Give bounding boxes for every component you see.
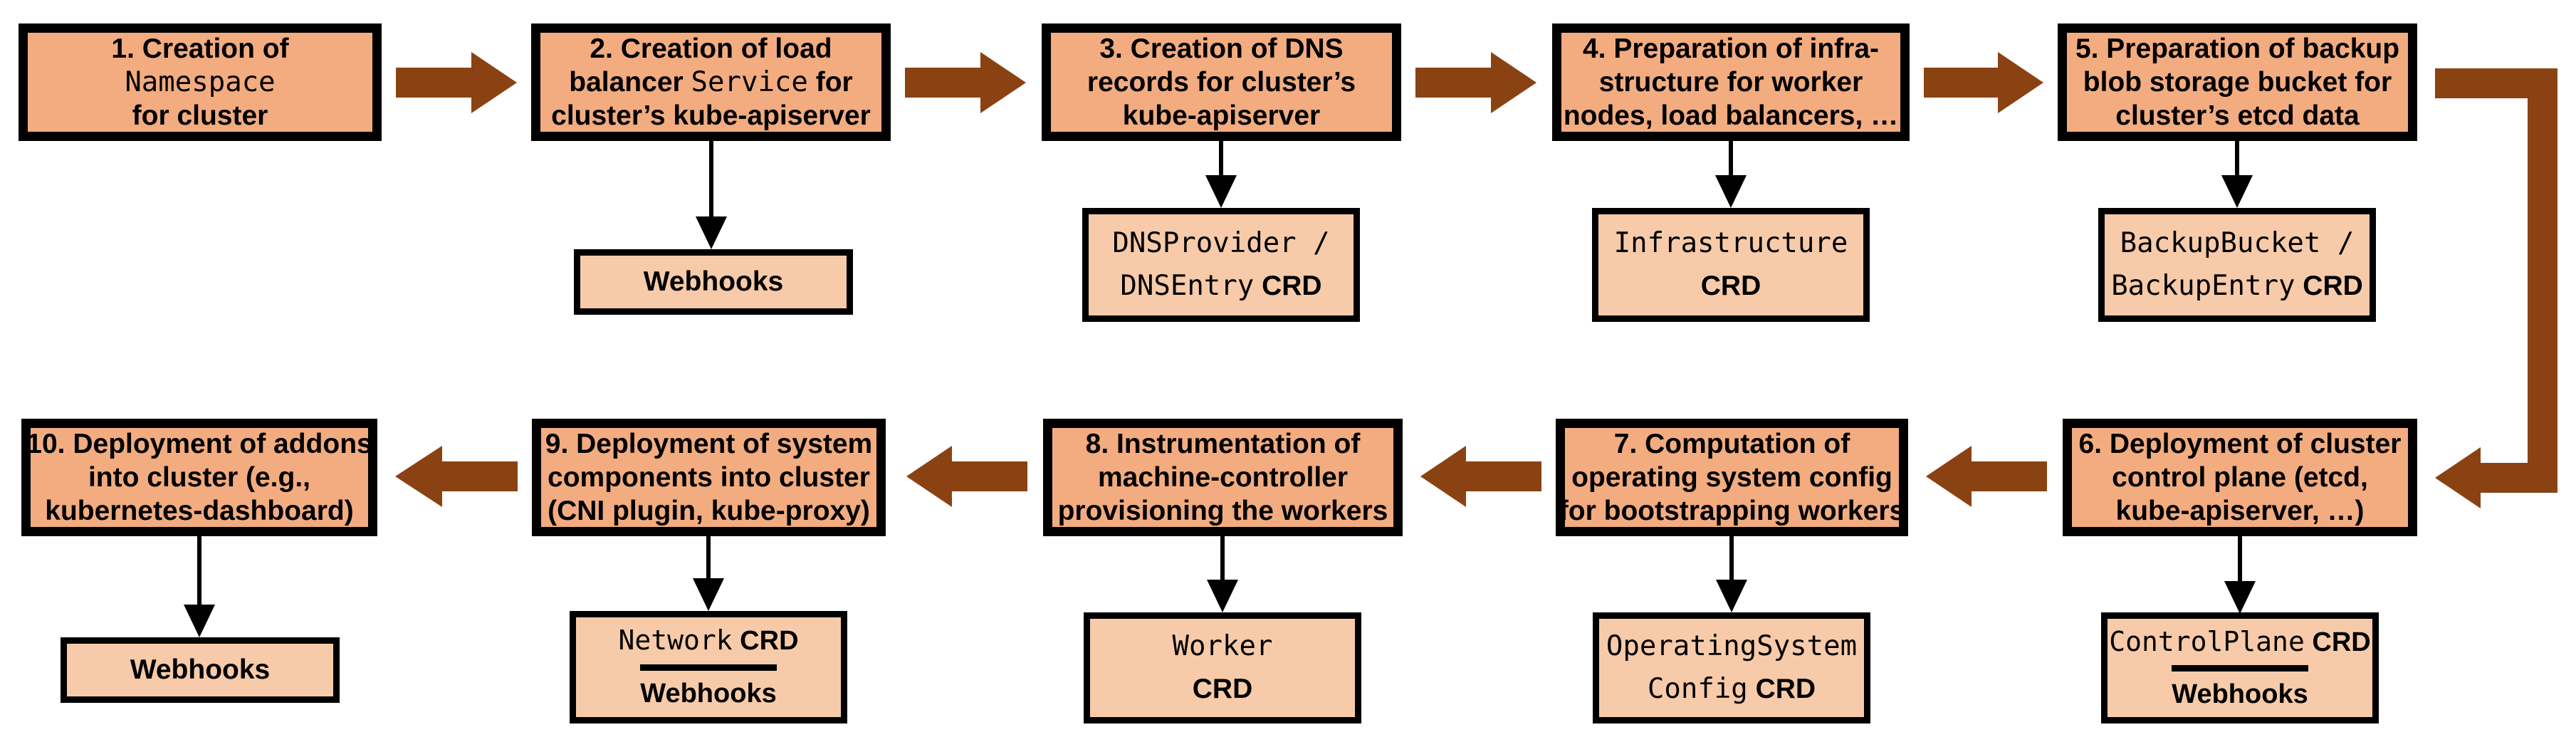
- connector-arrow-step9: [693, 536, 724, 611]
- step-9-crd-webhooks-stack: Network CRD Webhooks: [570, 611, 847, 723]
- flow-arrow-2-3: [905, 52, 1026, 113]
- flow-arrow-4-5: [1924, 52, 2043, 113]
- connector-arrow-step6: [2224, 536, 2256, 614]
- step-2-webhooks-box: Webhooks: [574, 249, 853, 315]
- connector-arrow-step3: [1205, 141, 1237, 208]
- flow-arrow-7-8: [1420, 446, 1541, 507]
- step-3-crd-box: DNSProvider /DNSEntry CRD: [1082, 208, 1360, 322]
- connector-arrow-step8: [1207, 536, 1238, 612]
- step-10-webhooks-box: Webhooks: [61, 637, 340, 703]
- flow-arrow-8-9: [906, 446, 1027, 507]
- flow-arrow-1-2: [396, 52, 517, 113]
- step-9-crd-box: Network CRD: [618, 625, 799, 657]
- connector-arrow-step5: [2221, 141, 2253, 208]
- flow-arrow-5-6-elbow: [2435, 68, 2557, 508]
- connector-arrow-step7: [1716, 536, 1747, 612]
- flow-arrow-9-10: [395, 446, 518, 507]
- step-6-webhooks-box: Webhooks: [2172, 664, 2308, 718]
- connector-arrow-step2: [696, 141, 727, 249]
- connector-arrow-step4: [1715, 141, 1747, 208]
- flow-arrow-6-7: [1926, 446, 2047, 507]
- step-6-crd-webhooks-stack: ControlPlane CRD Webhooks: [2101, 612, 2379, 723]
- connector-arrow-step10: [184, 536, 215, 637]
- flow-arrow-3-4: [1415, 52, 1536, 113]
- step-6-crd-box: ControlPlane CRD: [2109, 625, 2371, 657]
- step-9-webhooks-box: Webhooks: [640, 664, 777, 718]
- step-5-crd-box: BackupBucket /BackupEntry CRD: [2098, 208, 2376, 322]
- step-4-box: 4. Preparation of infra-structure for wo…: [1552, 23, 1910, 141]
